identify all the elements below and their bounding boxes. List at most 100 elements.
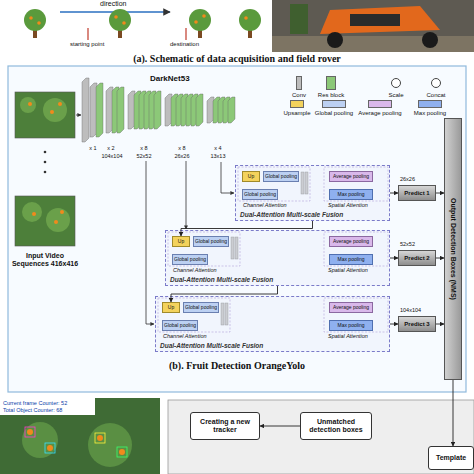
annotation-label: Current frame Counter: 52 — [3, 400, 67, 406]
predict-box: Predict 1 — [398, 185, 436, 201]
process-box: Unmatched detection boxes — [300, 412, 372, 440]
darknet-backbone — [82, 78, 235, 142]
max-pooling-box: Max pooling — [329, 254, 373, 265]
annotation-label: Channel Attention — [163, 333, 207, 339]
annotation-label: Channel Attention — [173, 267, 217, 273]
node-text: Max pooling — [338, 257, 365, 263]
average-pooling-box: Average pooling — [329, 236, 373, 247]
connector-arrow — [436, 258, 444, 259]
node-text: Predict 1 — [404, 190, 429, 197]
process-box: Template — [428, 446, 474, 470]
connector-arrow — [436, 193, 444, 194]
global-pooling-box: Global pooling — [242, 189, 278, 200]
tracking-panel — [168, 400, 474, 474]
global-pooling-box: Global pooling — [263, 171, 299, 182]
legend-text: Conv — [292, 92, 306, 98]
annotation-label: Spatial Attention — [328, 202, 368, 208]
rover-photo — [272, 0, 474, 52]
orchard-schematic — [24, 9, 261, 40]
legend-text: Average pooling — [358, 110, 401, 116]
tracking-frame — [0, 398, 160, 474]
subfigure-caption: (a). Schematic of data acquisition and f… — [133, 53, 341, 64]
legend-text: Upsample — [283, 110, 310, 116]
legend-swatch — [368, 100, 392, 108]
max-pooling-box: Max pooling — [329, 189, 373, 200]
max-pooling-box: Max pooling — [329, 320, 373, 331]
node-text: Unmatched detection boxes — [303, 418, 369, 433]
node-text: Up — [168, 305, 174, 311]
average-pooling-box: Average pooling — [329, 302, 373, 313]
upsample-box: Up — [162, 302, 180, 313]
node-text: Average pooling — [333, 174, 369, 180]
process-box: Creating a new tracker — [190, 412, 260, 440]
annotation-label: x 8 — [140, 145, 147, 151]
annotation-label: 26x26 — [400, 176, 415, 182]
node-text: Global pooling — [195, 239, 227, 245]
global-pooling-box: Global pooling — [162, 320, 198, 331]
node-text: Creating a new tracker — [193, 418, 257, 433]
section-frame — [8, 66, 466, 392]
legend-text: Max pooling — [414, 110, 446, 116]
node-text: Up — [248, 174, 254, 180]
annotation-label: Input Video Sequences 416x416 — [10, 252, 80, 267]
annotation-label: destination — [170, 41, 199, 48]
annotation-label: Total Object Counter: 68 — [3, 407, 62, 413]
predict-box: Predict 2 — [398, 250, 436, 266]
global-pooling-box: Global pooling — [193, 236, 229, 247]
output-box: Output Detection Boxes (NMS) — [444, 118, 462, 380]
fusion-module: Dual-Attention Multi-scale FusionUpGloba… — [155, 296, 390, 352]
connector-arrow — [436, 324, 444, 325]
annotation-label: x 4 — [214, 145, 221, 151]
subfigure-caption: (b). Fruit Detection OrangeYolo — [169, 360, 305, 371]
node-text: Global pooling — [164, 323, 196, 329]
connector-arrow — [390, 258, 398, 259]
node-text: Dual-Attention Multi-scale Fusion — [170, 276, 273, 283]
connector-arrow — [453, 380, 454, 446]
fusion-module: Dual-Attention Multi-scale FusionUpGloba… — [165, 230, 390, 286]
legend-swatch — [322, 100, 346, 108]
annotation-label: 52x52 — [400, 241, 415, 247]
node-text: Global pooling — [265, 174, 297, 180]
node-text: Up — [178, 239, 184, 245]
node-text: Predict 3 — [404, 321, 429, 328]
node-text: Max pooling — [338, 192, 365, 198]
annotation-label: DarkNet53 — [150, 75, 190, 84]
annotation-label: Spatial Attention — [328, 333, 368, 339]
legend-text: Global pooling — [315, 110, 353, 116]
legend-swatch — [290, 100, 304, 108]
legend-symbol — [431, 78, 441, 88]
global-pooling-box: Global pooling — [172, 254, 208, 265]
legend-text: Scale — [388, 92, 403, 98]
annotation-label: 26x26 — [175, 153, 190, 159]
node-text: Global pooling — [174, 257, 206, 263]
annotation-label: x 2 — [107, 145, 114, 151]
connector-arrow — [390, 324, 398, 325]
annotation-label: starting point — [70, 41, 104, 48]
legend-text: Res block — [318, 92, 344, 98]
legend-swatch — [418, 100, 442, 108]
connector-arrow — [260, 426, 300, 427]
node-text: Predict 2 — [404, 255, 429, 262]
annotation-label: 104x104 — [400, 307, 421, 313]
node-text: Max pooling — [338, 323, 365, 329]
node-text: Dual-Attention Multi-scale Fusion — [240, 211, 343, 218]
input-frames — [15, 92, 81, 246]
node-text: Template — [436, 454, 466, 462]
legend-symbol — [391, 78, 401, 88]
upsample-box: Up — [172, 236, 190, 247]
node-text: Global pooling — [244, 192, 276, 198]
legend-text: Concat — [426, 92, 445, 98]
annotation-label: x 8 — [178, 145, 185, 151]
annotation-label: x 1 — [89, 145, 96, 151]
node-text: Dual-Attention Multi-scale Fusion — [160, 342, 263, 349]
legend-swatch — [326, 76, 336, 90]
connector-arrow — [390, 193, 398, 194]
node-text: Global pooling — [185, 305, 217, 311]
fusion-module: Dual-Attention Multi-scale FusionUpGloba… — [235, 165, 390, 221]
upsample-box: Up — [242, 171, 260, 182]
annotation-label: Spatial Attention — [328, 267, 368, 273]
average-pooling-box: Average pooling — [329, 171, 373, 182]
annotation-label: 104x104 — [101, 153, 122, 159]
annotation-label: 13x13 — [211, 153, 226, 159]
annotation-label: Channel Attention — [243, 202, 287, 208]
